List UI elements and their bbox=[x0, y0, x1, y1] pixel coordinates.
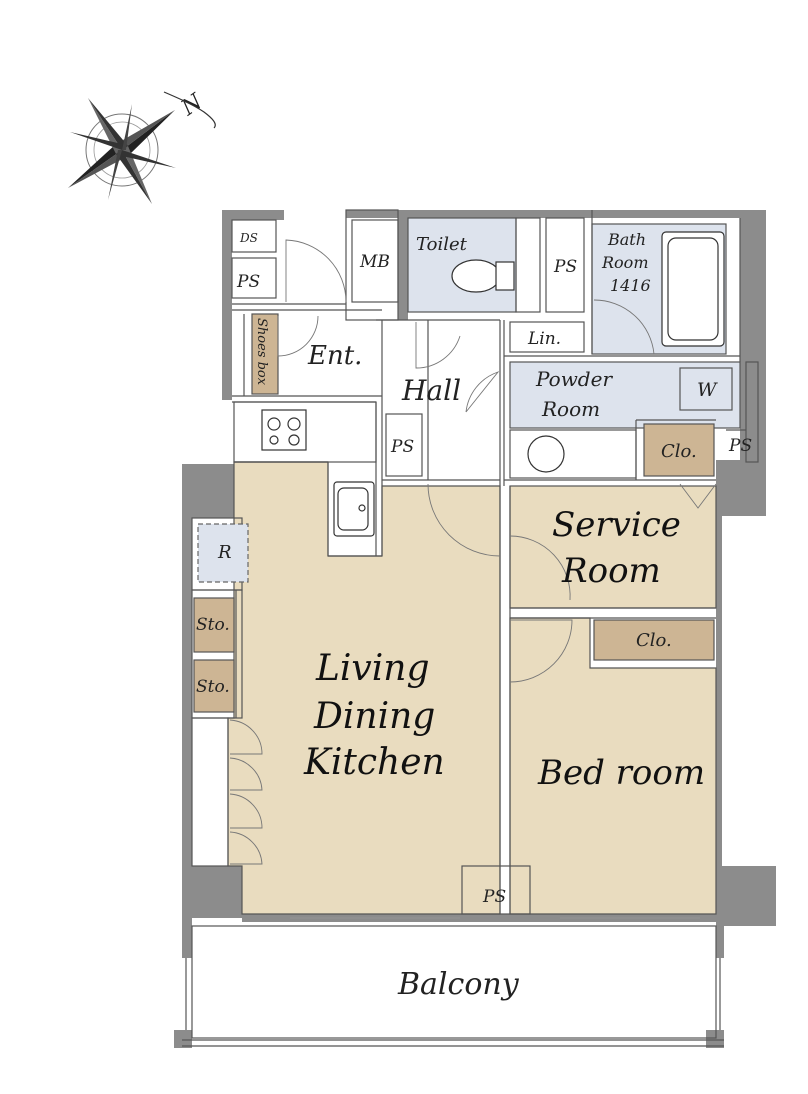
refrigerator-space bbox=[197, 523, 249, 583]
clo-bed-label: Clo. bbox=[636, 630, 672, 651]
clo-service-label: Clo. bbox=[661, 441, 697, 462]
ps-right-label: PS bbox=[728, 436, 752, 456]
sto-label-1: Sto. bbox=[196, 615, 230, 635]
ent-label: Ent. bbox=[307, 341, 362, 371]
shoes-box-label: Shoes box bbox=[254, 318, 269, 386]
lin-label: Lin. bbox=[527, 329, 561, 349]
stove-icon bbox=[261, 409, 307, 451]
ps-bottom-label: PS bbox=[482, 887, 506, 907]
shoes-box bbox=[251, 313, 279, 395]
hall-label: Hall bbox=[401, 374, 461, 407]
powder-room-floor bbox=[509, 361, 741, 429]
toilet-icon bbox=[451, 259, 515, 293]
bathtub-icon bbox=[661, 231, 725, 347]
sto-label-2: Sto. bbox=[196, 677, 230, 697]
ldk-label-3: Kitchen bbox=[303, 742, 445, 783]
balcony-label: Balcony bbox=[397, 967, 520, 1002]
north-flourish-icon bbox=[163, 91, 216, 129]
ps-hall-label: PS bbox=[390, 437, 414, 457]
powder-label-2: Room bbox=[541, 397, 600, 421]
bath-label-2: Room bbox=[601, 253, 648, 272]
storage-2 bbox=[193, 659, 235, 713]
bedroom-label: Bed room bbox=[537, 753, 705, 793]
washbasin-icon bbox=[527, 435, 565, 473]
ps-entry-label: PS bbox=[236, 272, 260, 292]
walls bbox=[174, 210, 776, 1048]
w-label: W bbox=[697, 379, 718, 401]
closet-bedroom bbox=[593, 619, 715, 661]
ldk-label-1: Living bbox=[315, 648, 430, 689]
toilet-label: Toilet bbox=[416, 234, 468, 255]
bath-label-3: 1416 bbox=[610, 276, 651, 295]
mb-label: MB bbox=[359, 252, 390, 272]
service-room-label-1: Service bbox=[552, 505, 681, 545]
bath-label-1: Bath bbox=[607, 230, 646, 249]
compass-rose-icon bbox=[68, 98, 176, 204]
door-swings bbox=[229, 239, 717, 865]
powder-label-1: Powder bbox=[535, 367, 613, 391]
ps-toilet-label: PS bbox=[553, 257, 577, 277]
storage-1 bbox=[193, 597, 235, 653]
interior-partitions bbox=[182, 209, 759, 1047]
ds-label: DS bbox=[239, 231, 258, 245]
closet-service bbox=[643, 423, 715, 477]
r-label: R bbox=[217, 542, 232, 563]
service-room-label-2: Room bbox=[561, 551, 661, 591]
sink-icon bbox=[333, 481, 375, 537]
ldk-label-2: Dining bbox=[313, 696, 435, 737]
